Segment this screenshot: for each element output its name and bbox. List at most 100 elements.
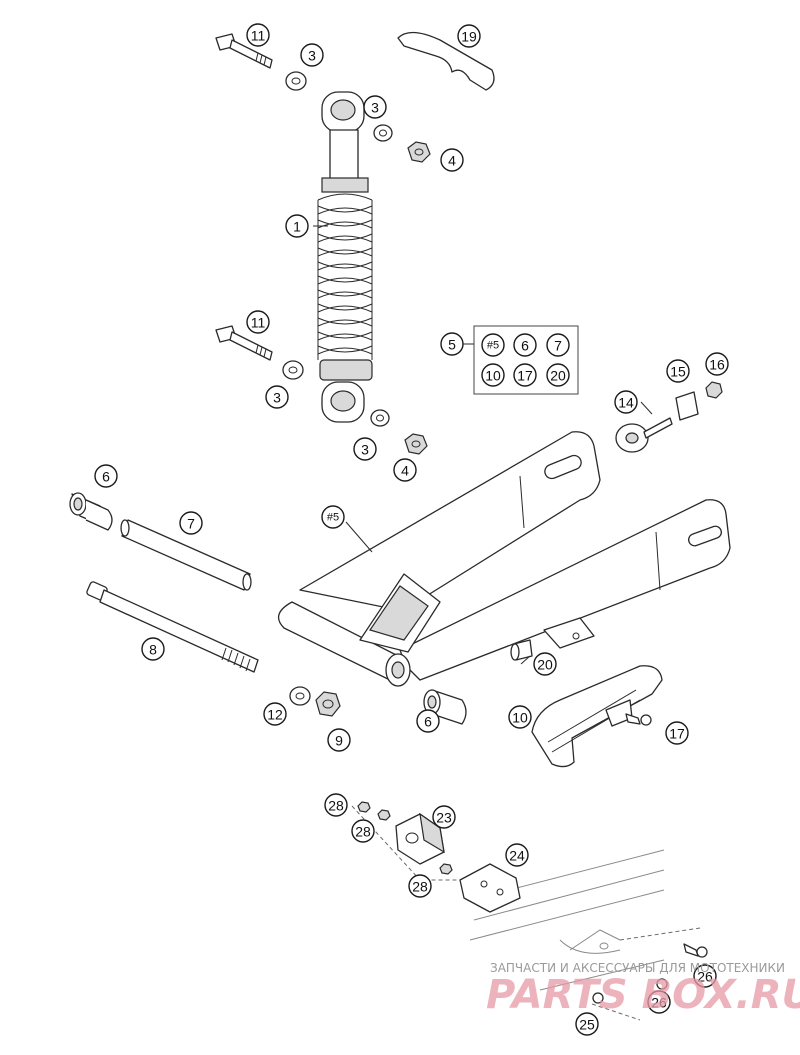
callout-c12: 12 [263,702,287,726]
callout-circle [321,505,345,529]
callout-c3d: 3 [353,437,377,461]
callout-label: 6 [521,338,529,354]
callout-label: 20 [550,368,566,384]
bolt-11-lower [215,325,273,361]
nut-4b [404,433,428,455]
callout-circle [665,721,689,745]
callout-label: 15 [670,364,686,380]
callout-c7: 7 [179,511,203,535]
callout-circle [141,637,165,661]
bushing-6a [69,492,113,531]
callout-circle [179,511,203,535]
callout-circle [693,964,717,988]
callout-c3a: 3 [300,43,324,67]
callout-k17: 17 [513,363,537,387]
washer-12 [289,686,311,706]
callout-c26b: 26 [647,990,671,1014]
callout-label: 10 [512,710,528,726]
callout-circle [94,464,118,488]
bracket-15 [675,391,699,421]
callout-circle [457,24,481,48]
callout-c8: 8 [141,637,165,661]
callout-circle [324,793,348,817]
callout-c3b: 3 [363,95,387,119]
callout-label: 5 [448,337,456,353]
callout-c26a: 26 [693,964,717,988]
swingarm [277,431,731,687]
nut-9 [315,691,341,717]
callout-label: 17 [669,726,685,742]
callout-label: 28 [328,798,344,814]
callout-label: 16 [709,357,725,373]
callout-c24: 24 [505,843,529,867]
callout-label: 28 [412,879,428,895]
callout-label: 19 [461,29,477,45]
callout-c6a: 6 [94,464,118,488]
callout-label: 20 [537,657,553,673]
callout-c11a: 11 [246,23,270,47]
hook-wrench-19 [397,31,495,91]
callout-c10: 10 [508,705,532,729]
bracket-24 [459,863,521,913]
callout-circle [533,652,557,676]
nuts-28 [357,801,453,875]
callout-c5: 5 [440,332,464,356]
nut-4a [407,141,431,163]
callout-label: 28 [355,824,371,840]
callout-k5: #5 [481,333,505,357]
callout-c1: 1 [285,214,309,238]
shock-spring [317,193,373,360]
washer-3b [373,124,393,142]
screw-17 [625,713,652,726]
callout-label: 7 [187,516,195,532]
watermark-tagline: ЗАПЧАСТИ И АКСЕССУАРЫ ДЛЯ МОТОТЕХНИКИ [490,961,785,975]
callout-circle [546,363,570,387]
callout-circle [481,363,505,387]
callout-label: 24 [509,848,525,864]
nut-16 [705,381,723,399]
callout-label: 6 [102,469,110,485]
callout-label: 11 [251,315,266,331]
callout-c23: 23 [432,805,456,829]
callout-circle [285,214,309,238]
callout-c15: 15 [666,359,690,383]
callout-circle [351,819,375,843]
callout-c4b: 4 [393,458,417,482]
bushing-6b [423,689,467,725]
callout-label: 12 [267,707,283,723]
callout-c28b: 28 [351,819,375,843]
axle-bolt-8 [86,581,259,673]
callout-label: 3 [273,390,281,406]
callout-circle [408,874,432,898]
callout-circle [440,148,464,172]
callout-label: 26 [651,995,667,1011]
kit-callout-layer: #5 6 7 10 17 20 [481,333,570,387]
callout-circle [666,359,690,383]
callout-c20: 20 [533,652,557,676]
callout-label: 3 [361,442,369,458]
callout-c28c: 28 [408,874,432,898]
callout-circle [575,1012,599,1036]
callout-circle [265,385,289,409]
washer-3c [282,360,304,380]
callout-c25: 25 [575,1012,599,1036]
watermark-logo: PARTS BOX.RU [486,972,800,1018]
callout-k6: 6 [513,333,537,357]
callout-label: 11 [251,28,266,44]
callout-circle [481,333,505,357]
callout-k7: 7 [546,333,570,357]
callout-label: 6 [424,714,432,730]
spacer-20 [510,639,533,661]
chain-guide-10 [531,665,663,768]
callout-k10: 10 [481,363,505,387]
shock-absorber [317,91,373,423]
callout-circle [647,990,671,1014]
callout-label: 17 [517,368,533,384]
callout-circle [432,805,456,829]
callout-circle [505,843,529,867]
callout-label: 10 [485,368,501,384]
callout-circle [614,390,638,414]
callout-c11b: 11 [246,310,270,334]
